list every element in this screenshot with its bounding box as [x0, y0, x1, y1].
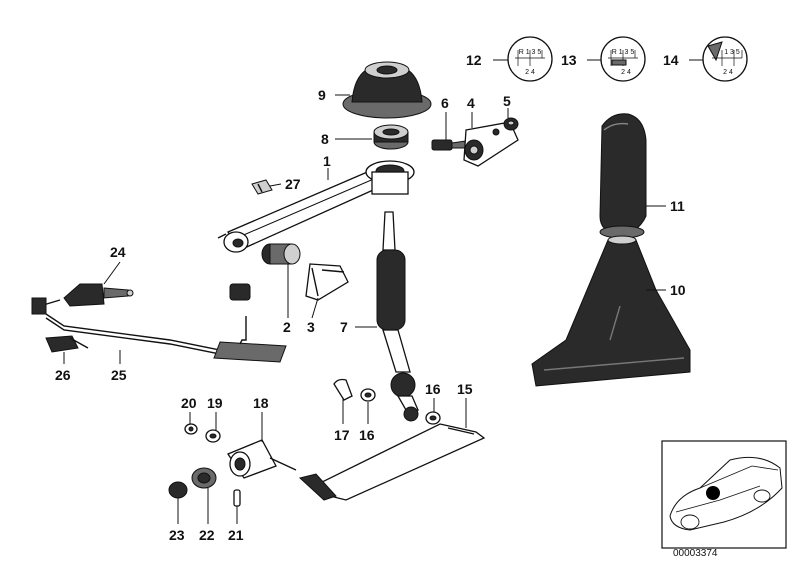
label-part-18: 18 — [253, 395, 269, 411]
part-17-clip — [333, 378, 353, 401]
vehicle-location-inset: 00003374 — [661, 440, 787, 559]
label-part-17: 17 — [334, 427, 350, 443]
label-part-26: 26 — [55, 367, 71, 383]
label-part-16b: 16 — [425, 381, 441, 397]
label-part-20: 20 — [181, 395, 197, 411]
part-7-shift-rod — [376, 211, 419, 422]
label-part-14: 14 — [663, 52, 679, 68]
part-6-bolt — [431, 139, 467, 151]
part-4-bracket — [463, 121, 519, 167]
document-id: 00003374 — [673, 548, 718, 559]
location-marker-icon — [706, 486, 720, 500]
label-part-10: 10 — [670, 282, 686, 298]
part-10-gear-boot — [531, 235, 691, 387]
part-22-bushing — [191, 467, 217, 489]
pattern-12-bottom: 2 4 — [525, 69, 535, 76]
part-number-labels: 9 8 1 6 4 5 27 12 13 14 11 10 24 2 3 7 2… — [55, 52, 686, 543]
part-26-cover — [45, 335, 89, 353]
label-part-9: 9 — [318, 87, 326, 103]
shift-pattern-14: 1 3 5 2 4 — [702, 36, 748, 82]
label-part-8: 8 — [321, 131, 329, 147]
label-part-11: 11 — [670, 198, 685, 214]
label-part-7: 7 — [340, 319, 348, 335]
label-part-27: 27 — [285, 176, 301, 192]
part-15-selector-rod — [298, 423, 486, 501]
label-part-21: 21 — [228, 527, 244, 543]
part-8-bushing — [373, 124, 409, 150]
part-24-switch — [63, 283, 134, 307]
label-part-25: 25 — [111, 367, 127, 383]
shift-pattern-13: R 1 3 5 2 4 — [600, 36, 646, 82]
part-3-clip — [305, 263, 349, 301]
part-5-nut — [503, 117, 519, 131]
label-part-1: 1 — [323, 153, 331, 169]
part-16-washer-a — [360, 388, 376, 402]
part-20-washer — [184, 423, 198, 435]
part-11-gear-knob — [599, 113, 647, 239]
label-part-5: 5 — [503, 93, 511, 109]
label-part-6: 6 — [441, 95, 449, 111]
pattern-14-top: 1 3 5 — [724, 49, 740, 56]
part-9-shift-boot — [342, 61, 432, 119]
label-part-12: 12 — [466, 52, 482, 68]
label-part-24: 24 — [110, 244, 126, 260]
part-21-pin — [233, 489, 241, 507]
part-1-shift-arm — [217, 160, 415, 253]
part-27-clip — [251, 179, 273, 195]
label-part-19: 19 — [207, 395, 223, 411]
leader-lines — [63, 59, 703, 524]
shift-pattern-12: R 1 3 5 2 4 — [507, 36, 553, 82]
label-part-3: 3 — [307, 319, 315, 335]
pattern-14-bottom: 2 4 — [723, 69, 733, 76]
part-25-cable — [31, 283, 287, 363]
part-19-washer — [205, 429, 221, 443]
label-part-15: 15 — [457, 381, 473, 397]
part-2-bushing — [261, 243, 301, 265]
label-part-16a: 16 — [359, 427, 375, 443]
part-23-cap — [168, 481, 188, 499]
label-part-13: 13 — [561, 52, 577, 68]
label-part-2: 2 — [283, 319, 291, 335]
label-part-4: 4 — [467, 95, 475, 111]
label-part-22: 22 — [199, 527, 215, 543]
pattern-13-bottom: 2 4 — [621, 69, 631, 76]
label-part-23: 23 — [169, 527, 185, 543]
part-18-bearing — [227, 439, 297, 479]
part-16-washer-b — [425, 411, 441, 425]
